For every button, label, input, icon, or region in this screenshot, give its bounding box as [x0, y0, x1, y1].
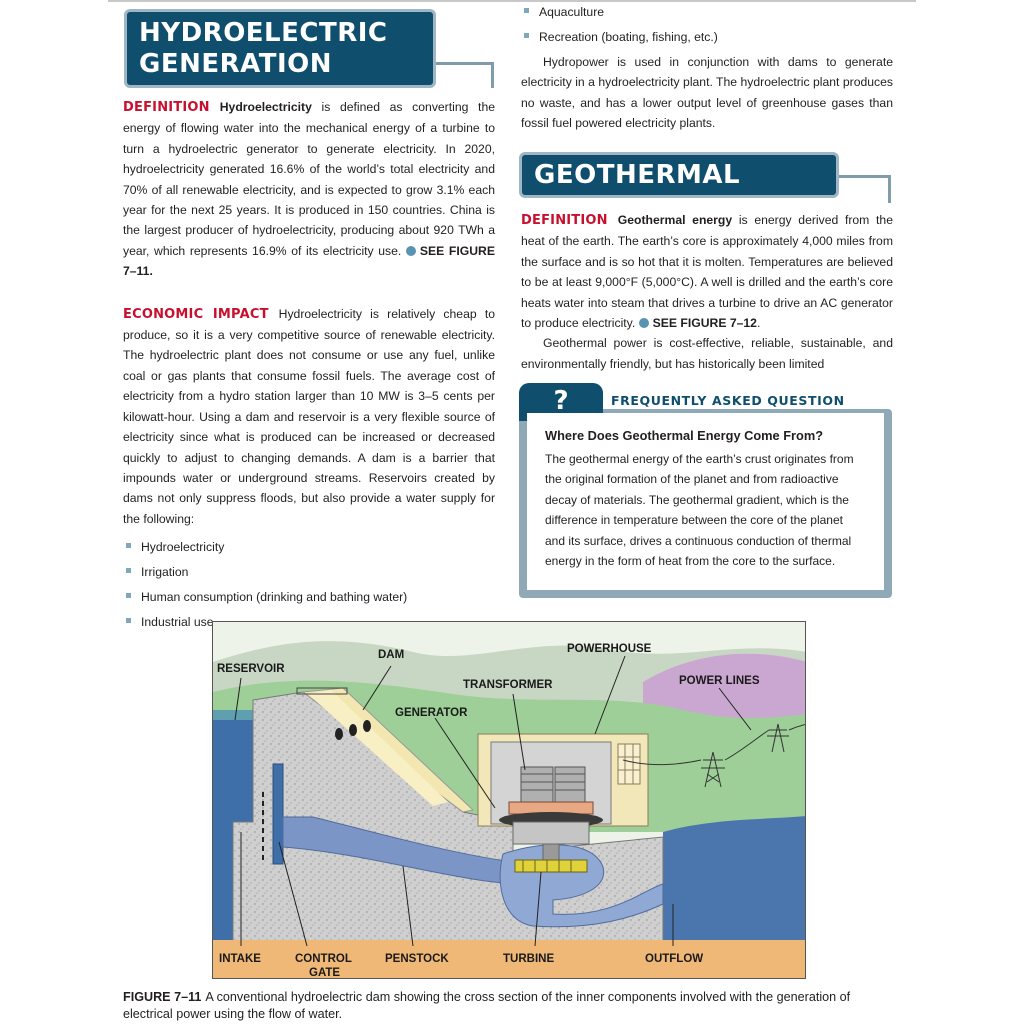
reservoir-uses-list-continued: Aquaculture Recreation (boating, fishing… — [521, 0, 893, 50]
geo-power-paragraph: Geothermal power is cost-effective, reli… — [521, 336, 893, 371]
banner-line-2: GENERATION — [139, 49, 333, 79]
hydroelectric-dam-illustration: RESERVOIR DAM POWERHOUSE TRANSFORMER POW… — [212, 621, 806, 979]
left-column: DEFINITION Hydroelectricity is defined as… — [123, 97, 495, 635]
outflow-water — [663, 816, 805, 944]
list-item: Human consumption (drinking and bathing … — [123, 585, 495, 610]
intake-hole — [335, 728, 343, 740]
label-dam: DAM — [378, 649, 404, 661]
economic-impact-text: Hydroelectricity is relatively cheap to … — [123, 306, 495, 526]
faq-title: FREQUENTLY ASKED QUESTION — [609, 393, 847, 408]
economic-impact-keyword: ECONOMIC IMPACT — [123, 306, 269, 322]
figure-caption-label: FIGURE 7–11 — [123, 990, 202, 1004]
section-banner-geothermal: GEOTHERMAL ENERGY — [519, 152, 839, 230]
list-item: Aquaculture — [521, 0, 893, 25]
ground — [213, 940, 805, 978]
dam-diagram: RESERVOIR DAM POWERHOUSE TRANSFORMER POW… — [213, 622, 805, 979]
list-item: Industrial use — [123, 610, 495, 635]
list-item: Irrigation — [123, 560, 495, 585]
right-column-geothermal: DEFINITION Geothermal energy is energy de… — [521, 210, 893, 374]
reservoir-uses-list: Hydroelectricity Irrigation Human consum… — [123, 535, 495, 635]
banner-line-1: HYDROELECTRIC — [139, 18, 388, 48]
label-penstock: PENSTOCK — [385, 953, 449, 965]
right-column-top: Aquaculture Recreation (boating, fishing… — [521, 0, 893, 134]
definition-term: Geothermal energy — [617, 213, 733, 227]
label-intake: INTAKE — [219, 953, 261, 965]
definition-term: Hydroelectricity — [219, 100, 312, 114]
figure-reference-link[interactable]: SEE FIGURE 7–12 — [652, 316, 757, 331]
control-gate — [272, 763, 284, 865]
hydro-definition-paragraph: DEFINITION Hydroelectricity is defined as… — [123, 97, 495, 282]
faq-answer: The geothermal energy of the earth’s cru… — [545, 452, 854, 569]
power-line-tower — [622, 723, 805, 788]
intake-hole — [349, 724, 357, 736]
transformer — [520, 766, 586, 804]
reservoir-surface — [213, 710, 273, 720]
hydropower-paragraph: Hydropower is used in conjunction with d… — [521, 55, 893, 131]
period: . — [756, 316, 761, 331]
label-generator: GENERATOR — [395, 707, 468, 719]
figure-caption-text: A conventional hydroelectric dam showing… — [123, 990, 851, 1021]
figure-ref-dot-icon — [405, 245, 416, 256]
list-item: Hydroelectricity — [123, 535, 495, 560]
faq-question: Where Does Geothermal Energy Come From? — [545, 428, 824, 443]
faq-body: Where Does Geothermal Energy Come From? … — [527, 413, 884, 590]
label-control-gate-line1: CONTROL — [295, 953, 352, 965]
label-transformer: TRANSFORMER — [463, 679, 553, 691]
figure-reference-link[interactable]: SEE FIGURE 7–11. — [123, 243, 495, 279]
label-power-lines: POWER LINES — [679, 675, 760, 687]
dam-railing — [296, 687, 348, 695]
faq-box: ? FREQUENTLY ASKED QUESTION Where Does G… — [519, 383, 892, 598]
label-control-gate-line2: GATE — [309, 967, 340, 979]
banner-bracket — [436, 62, 494, 88]
figure-ref-dot-icon — [638, 318, 649, 329]
label-turbine: TURBINE — [503, 953, 554, 965]
generator — [499, 801, 603, 863]
intake-hole — [363, 720, 371, 732]
definition-keyword: DEFINITION — [123, 100, 210, 115]
section-banner-hydroelectric: HYDROELECTRIC GENERATION — [124, 9, 436, 88]
leader-lines — [234, 655, 752, 947]
definition-text: is defined as converting the energy of f… — [123, 100, 495, 258]
definition-text: is energy derived from the heat of the e… — [521, 213, 893, 331]
label-reservoir: RESERVOIR — [217, 663, 285, 675]
definition-keyword: DEFINITION — [521, 213, 608, 228]
spillway-channel — [308, 690, 448, 806]
label-outflow: OUTFLOW — [645, 953, 703, 965]
turbine — [514, 859, 588, 873]
powerhouse-windows — [617, 743, 641, 785]
label-powerhouse: POWERHOUSE — [567, 643, 652, 655]
page-top-rule — [108, 0, 916, 2]
banner-bracket — [839, 175, 891, 203]
geo-definition-paragraph: DEFINITION Geothermal energy is energy de… — [521, 210, 893, 333]
list-item: Recreation (boating, fishing, etc.) — [521, 25, 893, 50]
